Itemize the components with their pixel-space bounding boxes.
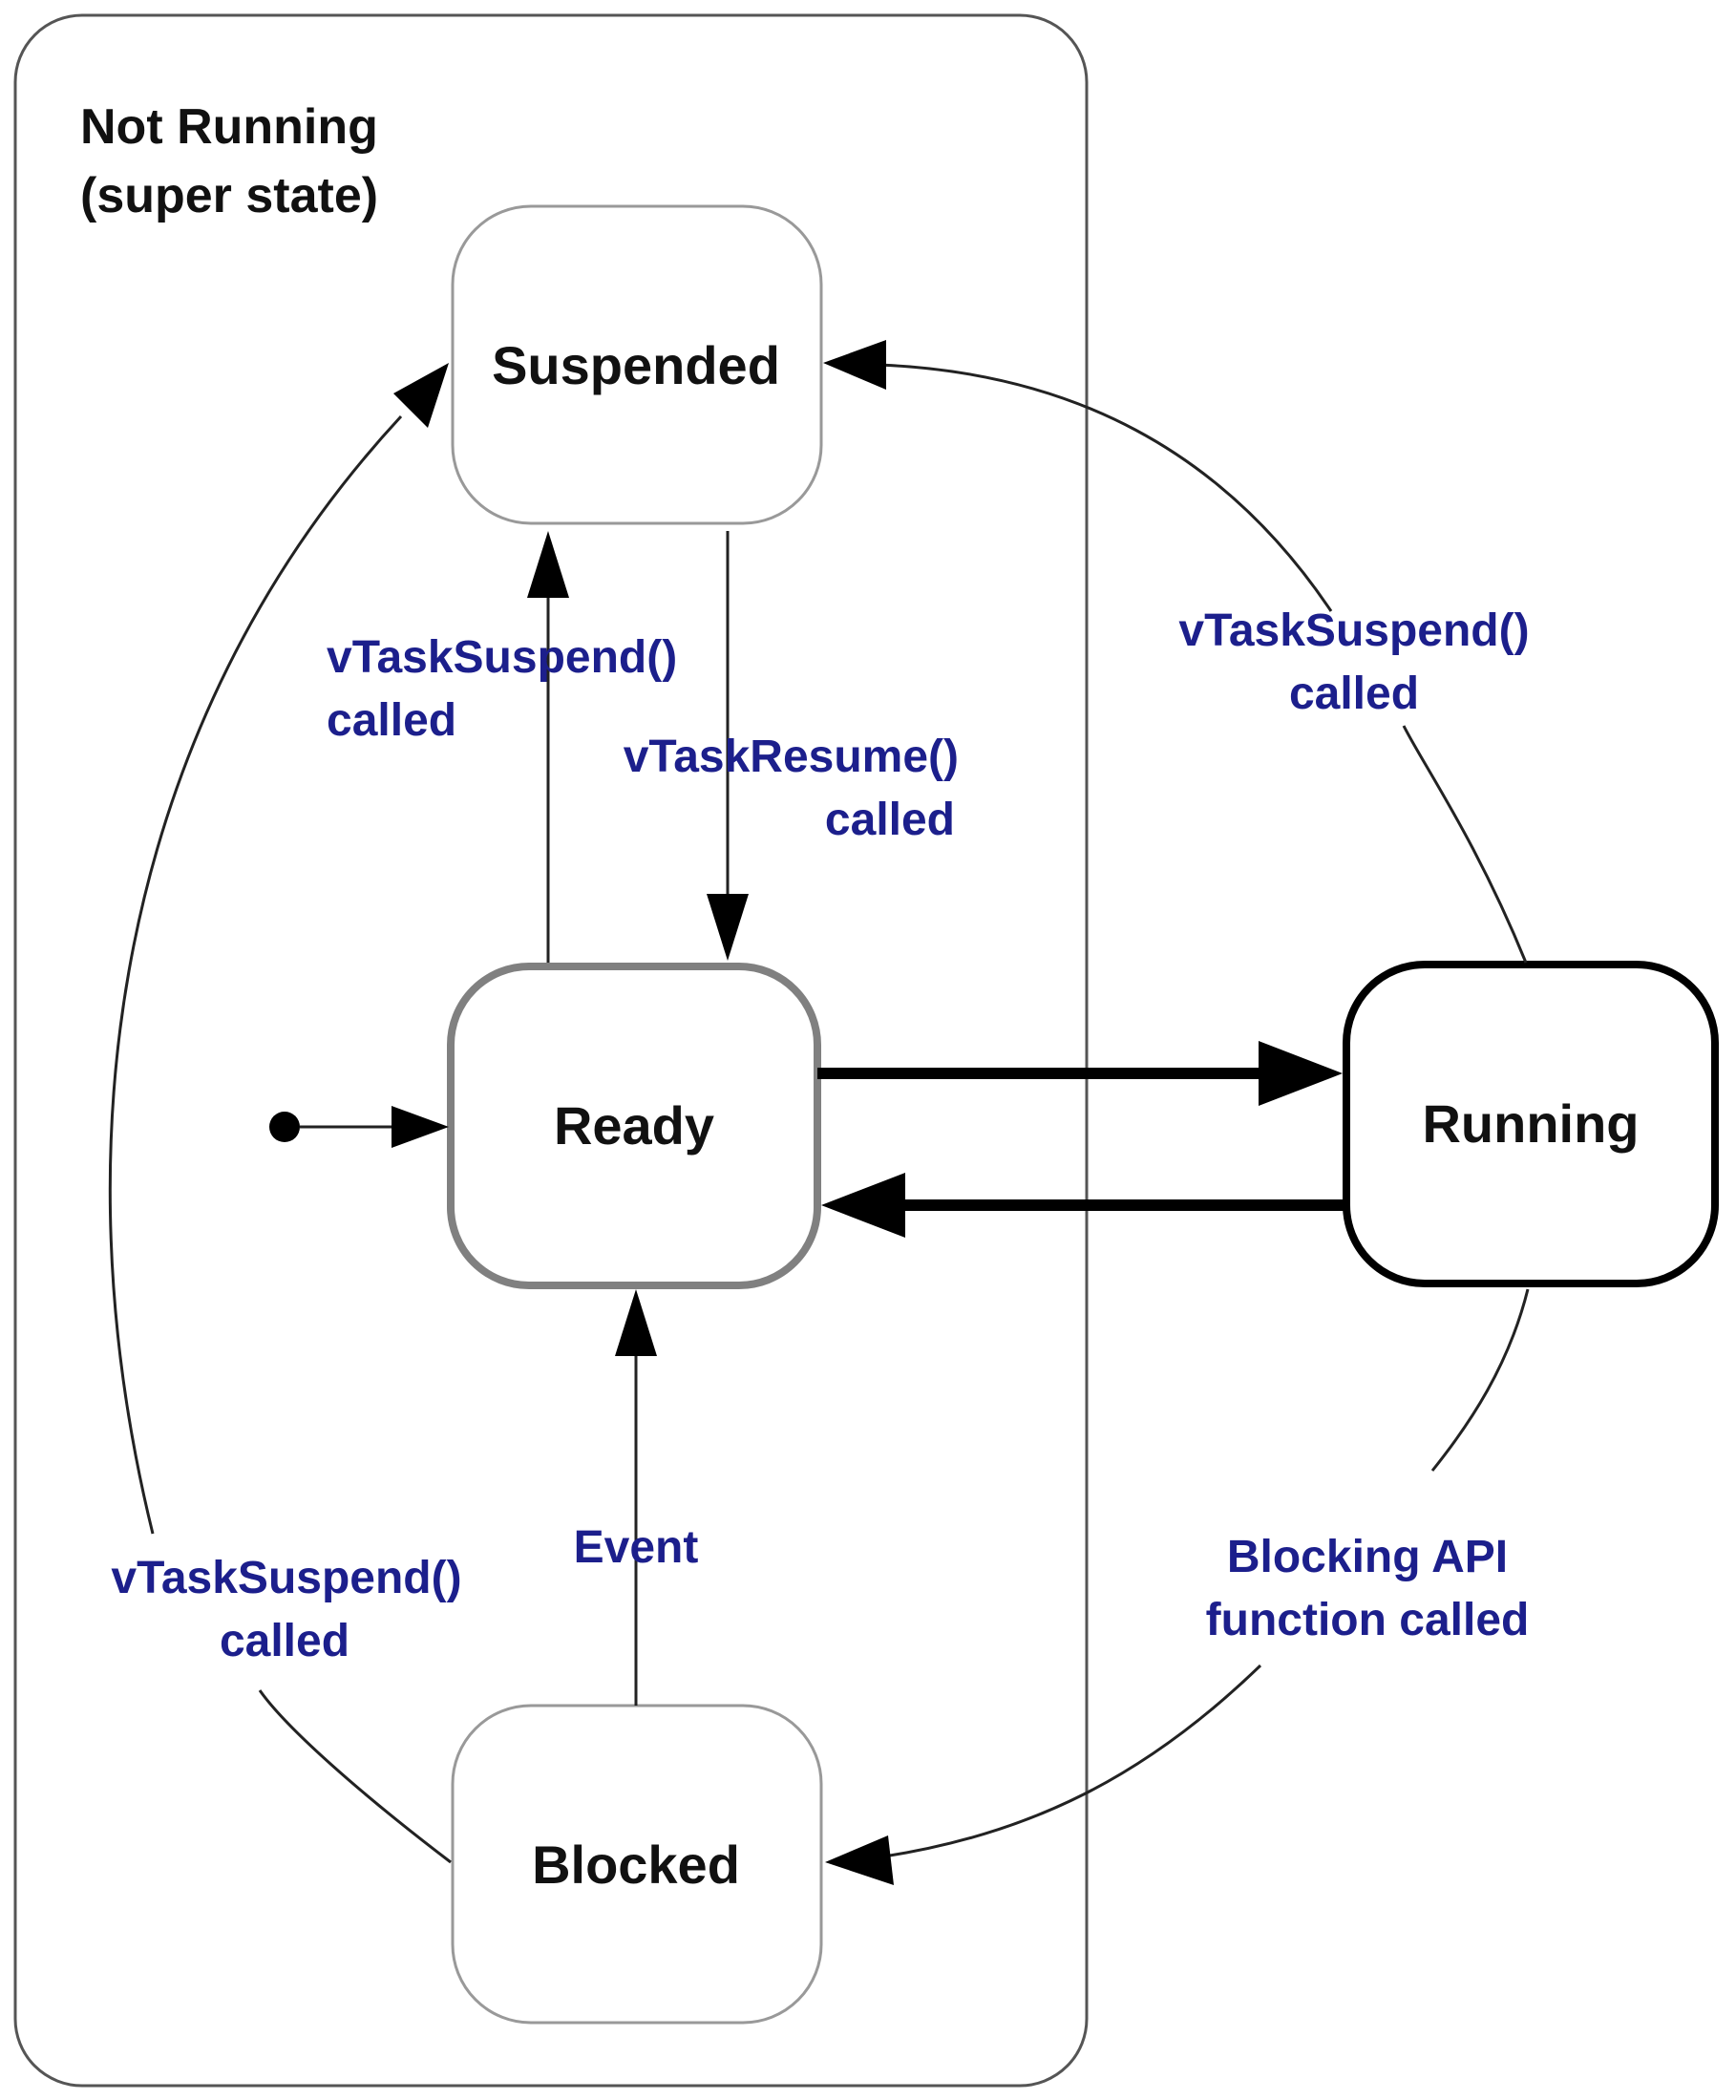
running-to-suspended-arrowhead bbox=[823, 340, 886, 390]
blocked-to-suspended-label-line1: vTaskSuspend() bbox=[111, 1553, 461, 1603]
blocked-to-ready-label: Event bbox=[574, 1522, 699, 1573]
super-state-title: Not Running bbox=[80, 99, 378, 155]
running-to-suspended-curve bbox=[878, 363, 1528, 964]
state-suspended-label: Suspended bbox=[492, 335, 780, 395]
state-running-label: Running bbox=[1422, 1093, 1639, 1154]
ready-to-suspended-arrowhead bbox=[527, 531, 569, 598]
running-to-suspended-label-line1: vTaskSuspend() bbox=[1178, 605, 1529, 656]
state-suspended-box[interactable] bbox=[451, 204, 823, 525]
not-running-super-state bbox=[13, 13, 1089, 2088]
blocked-to-suspended-curve bbox=[108, 414, 452, 1864]
ready-to-running-arrowhead bbox=[1259, 1041, 1343, 1106]
blocked-to-suspended-label-line2: called bbox=[220, 1616, 349, 1666]
state-blocked-label: Blocked bbox=[532, 1835, 740, 1895]
initial-state-dot bbox=[269, 1112, 300, 1142]
blocked-to-ready-arrowhead bbox=[615, 1289, 657, 1356]
running-to-blocked-label-line1: Blocking API bbox=[1227, 1532, 1508, 1582]
running-to-blocked-label-line2: function called bbox=[1206, 1595, 1530, 1645]
state-running-box[interactable] bbox=[1343, 961, 1719, 1287]
ready-to-suspended-label-line1: vTaskSuspend() bbox=[327, 632, 677, 683]
state-ready-label: Ready bbox=[554, 1095, 714, 1156]
ready-to-suspended-label-line2: called bbox=[327, 695, 456, 746]
super-state-subtitle: (super state) bbox=[80, 168, 378, 223]
blocked-to-suspended-arrowhead bbox=[393, 363, 449, 428]
initial-transition-arrowhead bbox=[392, 1106, 449, 1148]
running-to-blocked-curve bbox=[883, 1288, 1530, 1858]
running-to-ready-arrowhead bbox=[821, 1173, 905, 1238]
suspended-to-ready-arrowhead bbox=[707, 894, 749, 961]
suspended-to-ready-label-line2: called bbox=[825, 795, 955, 845]
suspended-to-ready-label-line1: vTaskResume() bbox=[624, 732, 959, 782]
state-ready-box[interactable] bbox=[447, 963, 821, 1289]
running-to-blocked-arrowhead bbox=[825, 1835, 894, 1885]
running-to-suspended-label-line2: called bbox=[1289, 668, 1419, 719]
